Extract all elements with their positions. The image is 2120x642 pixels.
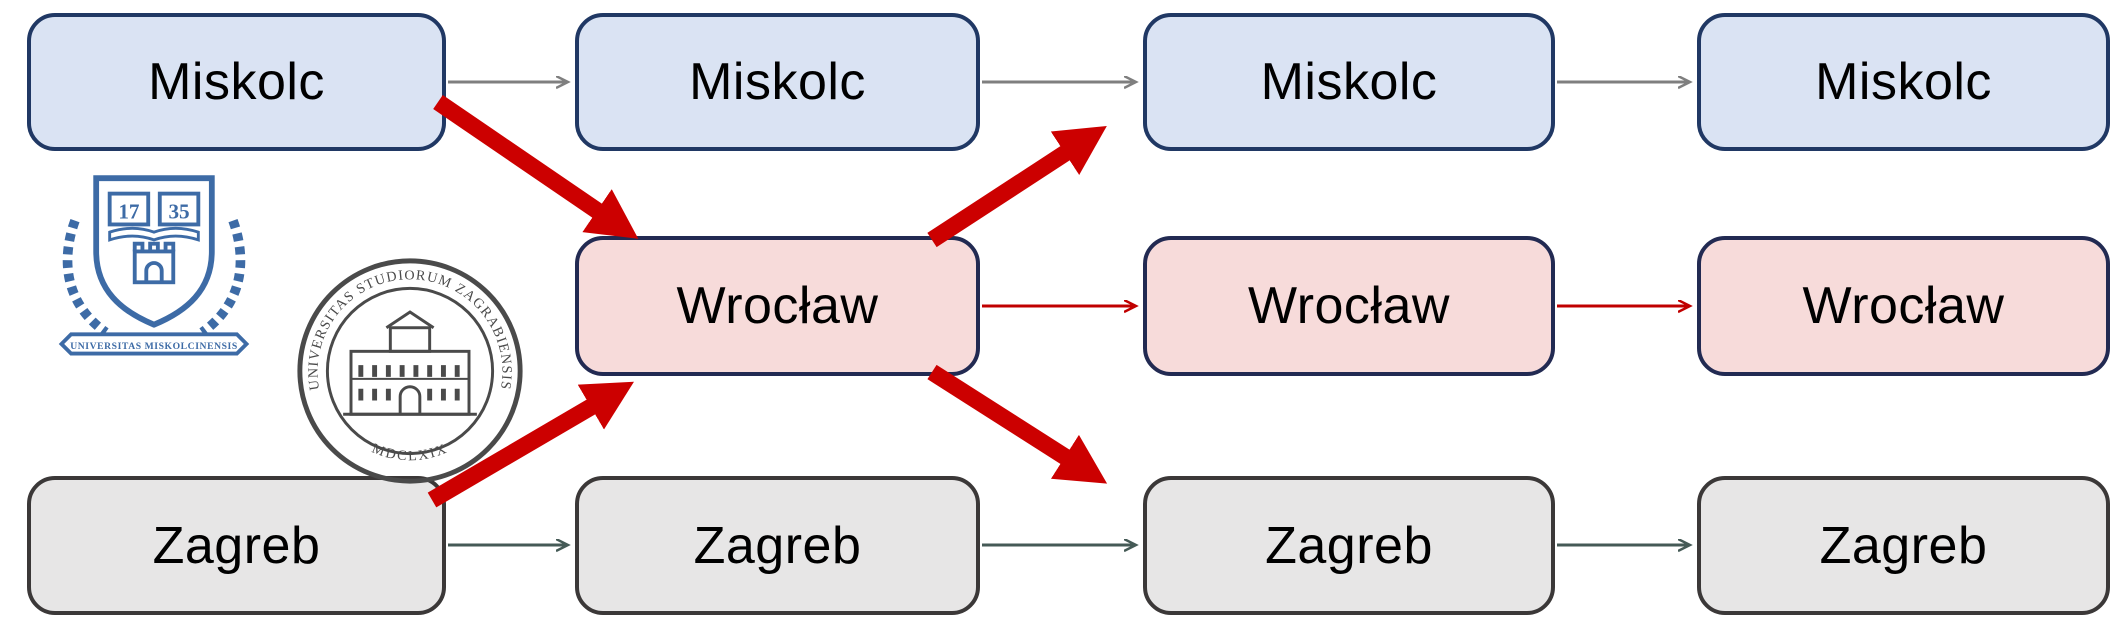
university-of-miskolc-logo: 17 35 UNIVERSITAS MISKOLCINENSIS bbox=[58, 175, 250, 356]
banner-text: UNIVERSITAS MISKOLCINENSIS bbox=[70, 341, 238, 352]
open-book-icon bbox=[108, 226, 200, 242]
node-wroclaw-3: Wrocław bbox=[1697, 236, 2110, 376]
banner-ribbon bbox=[58, 332, 250, 356]
year-right-text: 35 bbox=[168, 200, 189, 224]
castle-icon bbox=[132, 249, 176, 285]
laurel-left bbox=[62, 218, 109, 337]
university-of-zagreb-seal: UNIVERSITAS STUDIORUM ZAGRABIENSIS MDCLX… bbox=[297, 258, 523, 484]
year-left-text: 17 bbox=[118, 200, 140, 224]
seal-building-icon bbox=[343, 310, 477, 416]
node-zagreb-4: Zagreb bbox=[1697, 476, 2110, 615]
node-zagreb-2: Zagreb bbox=[575, 476, 980, 615]
seal-bottom-text: MDCLXIX bbox=[370, 440, 449, 464]
node-miskolc-2: Miskolc bbox=[575, 13, 980, 151]
castle-merlons bbox=[132, 241, 176, 252]
node-wroclaw-1: Wrocław bbox=[575, 236, 980, 376]
node-miskolc-3: Miskolc bbox=[1143, 13, 1555, 151]
thick-arrow-wroclaw1-to-zagreb3 bbox=[927, 364, 1108, 484]
seal-outer-ring bbox=[297, 258, 523, 484]
year-box-left bbox=[107, 191, 151, 227]
year-box-right bbox=[157, 191, 201, 227]
thick-arrow-wroclaw1-to-miskolc3 bbox=[927, 125, 1107, 248]
svg-text:MDCLXIX: MDCLXIX bbox=[370, 440, 451, 464]
node-zagreb-3: Zagreb bbox=[1143, 476, 1555, 615]
node-miskolc-1: Miskolc bbox=[27, 13, 446, 151]
node-zagreb-1: Zagreb bbox=[27, 476, 446, 615]
seal-inner-ring bbox=[325, 286, 495, 456]
node-miskolc-4: Miskolc bbox=[1697, 13, 2110, 151]
laurel-right bbox=[199, 218, 246, 337]
node-wroclaw-2: Wrocław bbox=[1143, 236, 1555, 376]
castle-gate bbox=[144, 261, 164, 283]
